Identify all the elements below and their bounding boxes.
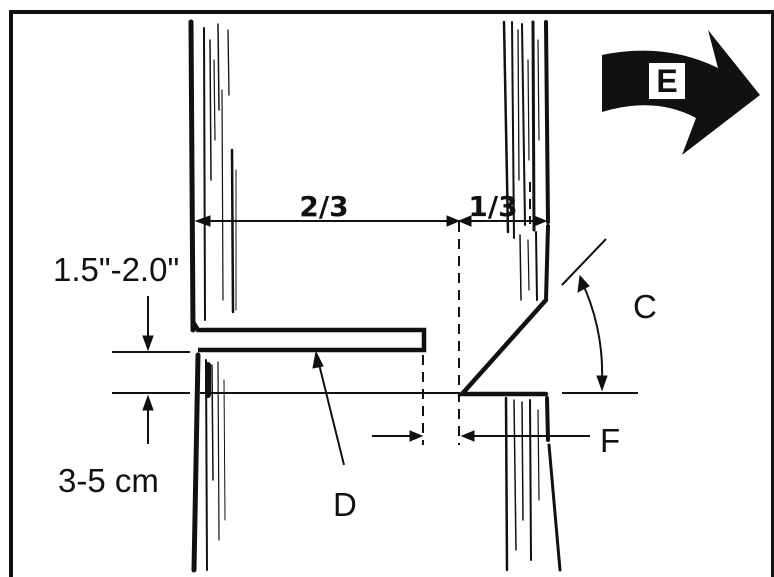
d-leader xyxy=(312,350,345,466)
inches-label: 1.5"-2.0" xyxy=(53,251,179,288)
direction-label: E xyxy=(656,63,677,99)
back-cut xyxy=(191,320,427,353)
hinge-f-label: F xyxy=(600,422,620,459)
direction-label-box xyxy=(647,61,687,101)
notch-angle-arc xyxy=(577,274,608,392)
diagram-frame xyxy=(9,10,774,577)
step-height-arrows xyxy=(142,296,154,444)
back-cut-d-label: D xyxy=(333,486,357,523)
reference-lines xyxy=(112,238,638,394)
dashed-guides xyxy=(422,182,531,445)
left-tree-edge xyxy=(188,19,237,573)
right-tree-edge xyxy=(502,20,562,572)
angle-c-label: C xyxy=(633,288,657,325)
notch-cut xyxy=(456,297,549,397)
cm-label: 3-5 cm xyxy=(58,462,159,499)
curved-arrow-right-icon xyxy=(602,30,760,155)
hinge-dimension xyxy=(372,430,590,442)
one-third-label: 1/3 xyxy=(468,190,517,223)
proportion-dimension xyxy=(194,215,548,227)
two-thirds-label: 2/3 xyxy=(299,190,348,223)
